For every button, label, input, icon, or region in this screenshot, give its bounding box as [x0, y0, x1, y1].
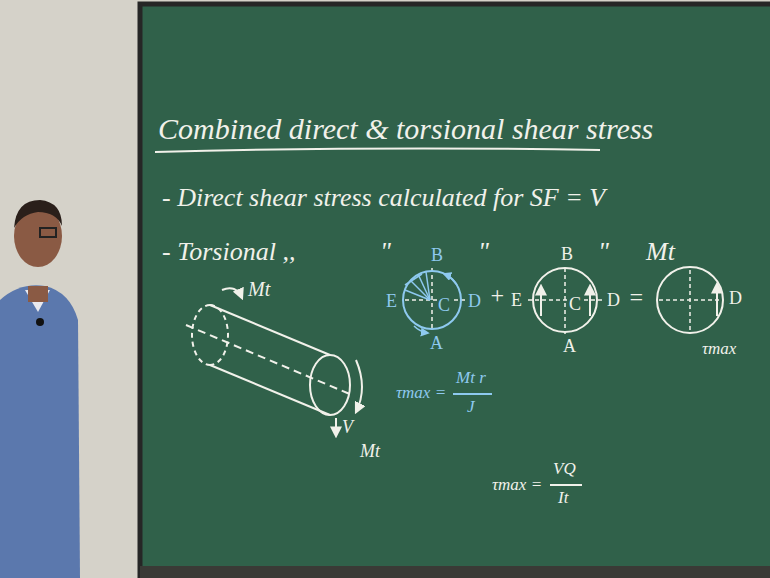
- section-circle: [657, 267, 723, 333]
- point-letter: B: [560, 245, 574, 265]
- chalk-ledge: [140, 566, 770, 578]
- point-letter: C: [437, 296, 451, 316]
- ditto-mark: ": [478, 238, 489, 267]
- point-letter: B: [430, 246, 444, 266]
- section-combined-marks: [659, 270, 722, 332]
- point-letter: A: [562, 337, 577, 357]
- formula-numerator: Mt r: [456, 369, 486, 388]
- board-title: Combined direct & torsional shear stress: [158, 112, 653, 145]
- formula-denominator: J: [467, 398, 475, 417]
- point-letter: D: [467, 292, 482, 312]
- cross-section: B E C D A: [510, 245, 625, 370]
- cross-section: B E CD A: [385, 238, 485, 363]
- section-direct-marks: [528, 268, 602, 334]
- point-letter: A: [429, 334, 444, 354]
- board-line: - Direct shear stress calculated for SF …: [162, 184, 605, 213]
- lecturer: [0, 200, 80, 578]
- title-underline: [155, 148, 600, 152]
- ditto-mark: ": [380, 238, 391, 267]
- shear-force-label: V: [342, 418, 353, 438]
- point-letter: D: [606, 291, 621, 311]
- formula-denominator: It: [558, 489, 568, 508]
- section-circle: [533, 268, 597, 332]
- fraction-bar: [453, 393, 492, 395]
- ditto-mark: ": [598, 238, 609, 267]
- equals-sign: =: [628, 284, 644, 310]
- moment-label: Mt: [360, 442, 380, 462]
- board-line: - Torsional ,,: [162, 238, 295, 267]
- formula-numerator: VQ: [553, 460, 576, 479]
- shaft-sketch: [186, 288, 362, 436]
- point-letter: C: [568, 295, 582, 315]
- fraction-bar: [550, 484, 582, 486]
- formula-text: τmax =: [396, 384, 446, 403]
- formula-text: τmax =: [492, 476, 542, 495]
- point-letter: D: [728, 289, 743, 309]
- cross-section: D: [650, 255, 755, 340]
- point-letter: E: [385, 292, 398, 312]
- plus-sign: +: [489, 282, 505, 308]
- torque-label: Mt: [248, 278, 270, 300]
- symbol-label: Mt: [646, 238, 675, 267]
- board: [140, 4, 770, 578]
- point-letter: E: [510, 291, 523, 311]
- stress-label: τmax: [702, 340, 736, 359]
- section-circle: [403, 271, 461, 329]
